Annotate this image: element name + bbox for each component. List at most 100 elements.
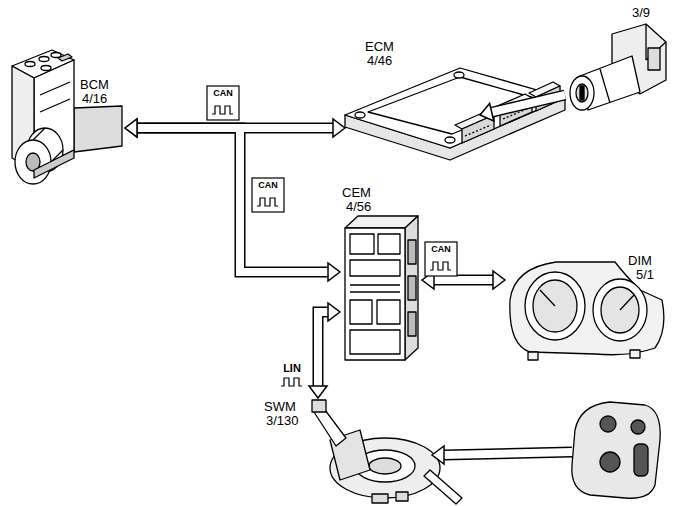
steering-buttons-illustration-part — [631, 420, 645, 434]
central-module-illustration-part — [350, 291, 400, 292]
bus-label: CAN — [248, 181, 288, 190]
central-module-illustration-part — [405, 216, 418, 360]
instrument-cluster-illustration-part — [528, 352, 538, 360]
abs-unit-illustration-part — [39, 57, 49, 62]
ignition-switch-illustration — [570, 24, 666, 110]
connector-outlines — [137, 95, 565, 386]
instrument-cluster-illustration-part — [630, 350, 640, 358]
component-name: 3/9 — [632, 6, 650, 20]
connector-heads — [125, 103, 505, 398]
component-label-group: DIM5/1 — [628, 254, 654, 282]
bus-connector-outline — [492, 95, 565, 112]
central-module-illustration-part — [408, 276, 416, 300]
instrument-cluster-illustration-part — [620, 295, 634, 310]
abs-unit-illustration-part — [25, 62, 35, 67]
ignition-switch-illustration-part — [576, 84, 588, 102]
ignition-switch-illustration-part — [580, 86, 584, 100]
steering-buttons-illustration-part — [572, 402, 660, 498]
bus-connector-outline — [137, 128, 328, 272]
abs-unit-illustration-part — [58, 54, 72, 61]
central-module-illustration-part — [350, 260, 400, 276]
can-bus-icon-part — [430, 262, 451, 270]
abs-unit-illustration-part — [40, 82, 70, 95]
component-number: 4/56 — [342, 200, 371, 214]
instrument-cluster-illustration-part — [593, 279, 647, 341]
can-bus-icon-part — [212, 106, 233, 114]
button-signal-arrow-part — [444, 452, 572, 455]
arrow-head — [328, 263, 340, 281]
steering-buttons-illustration — [572, 402, 660, 498]
component-name: BCM — [80, 78, 109, 92]
engine-control-module-illustration-part — [445, 137, 455, 143]
ignition-switch-illustration-part — [648, 48, 660, 70]
steering-wheel-module-illustration-part — [424, 470, 462, 504]
component-name: CEM — [342, 186, 371, 200]
arrow-head — [125, 119, 137, 137]
central-module-illustration-part — [350, 284, 400, 285]
component-name: SWM — [264, 400, 299, 414]
instrument-cluster-illustration-part — [525, 272, 585, 340]
bus-label: CAN — [421, 245, 461, 254]
instrument-cluster-illustration-part — [510, 262, 664, 355]
abs-unit-illustration-part — [34, 150, 74, 178]
arrow-head — [333, 119, 345, 137]
component-number: 3/130 — [264, 414, 299, 428]
component-node: ECM4/46 — [345, 38, 480, 165]
engine-control-module-illustration-part — [345, 68, 565, 148]
steering-wheel-module-illustration-part — [369, 458, 401, 474]
lin-bus-icon — [281, 378, 302, 386]
instrument-cluster-illustration-part — [540, 290, 555, 306]
central-module-illustration-part — [350, 300, 372, 324]
abs-unit-illustration-part — [41, 66, 51, 71]
steering-buttons-illustration-part — [600, 452, 620, 472]
component-label-group: 3/9 — [632, 6, 650, 20]
ignition-switch-illustration-part — [600, 69, 610, 103]
button-signal-arrow-part — [444, 452, 572, 455]
steering-wheel-module-illustration-part — [372, 494, 388, 503]
arrow-head — [328, 303, 340, 321]
component-label-group: SWM3/130 — [264, 400, 299, 428]
central-module-illustration-part — [378, 234, 400, 254]
abs-unit-illustration-part — [33, 128, 45, 140]
bus-connector-outline — [318, 312, 328, 386]
component-name: ECM — [365, 40, 394, 54]
steering-wheel-module-illustration — [312, 400, 462, 504]
central-module-illustration-part — [350, 330, 400, 354]
arrow-head — [493, 271, 505, 289]
component-node: CEM4/56 — [340, 186, 422, 363]
ignition-switch-illustration-part — [645, 24, 646, 60]
component-name: DIM — [628, 254, 654, 268]
steering-wheel-module-illustration-part — [396, 492, 408, 501]
arrow-head — [125, 119, 137, 137]
steering-wheel-module-illustration-part — [312, 400, 326, 412]
engine-control-module-illustration-part — [355, 112, 365, 118]
steering-buttons-illustration-part — [600, 416, 616, 432]
component-number: 5/1 — [628, 268, 654, 282]
component-number: 4/46 — [365, 54, 394, 68]
bus-label: CAN — [203, 89, 243, 98]
instrument-cluster-illustration-part — [601, 287, 639, 333]
central-module-illustration-part — [408, 240, 416, 264]
bus-connector — [434, 276, 493, 284]
can-bus-icon-part — [257, 198, 278, 206]
button-signal-arrow — [432, 446, 572, 464]
engine-control-module-illustration-part — [454, 72, 464, 78]
abs-unit-illustration-part — [74, 106, 122, 152]
component-node: DIM5/1 — [505, 250, 670, 362]
steering-buttons-illustration-part — [634, 444, 648, 476]
bus-connector — [318, 312, 328, 386]
arrow-head — [480, 103, 494, 121]
central-module-illustration-part — [345, 228, 405, 360]
component-number: 4/16 — [80, 92, 109, 106]
bus-connector — [492, 95, 565, 112]
button-signal-arrow-part — [432, 446, 444, 464]
component-label-group: ECM4/46 — [365, 40, 394, 68]
abs-unit-illustration-part — [15, 140, 51, 184]
central-module-illustration-part — [408, 312, 416, 336]
engine-control-module-illustration — [345, 68, 565, 160]
